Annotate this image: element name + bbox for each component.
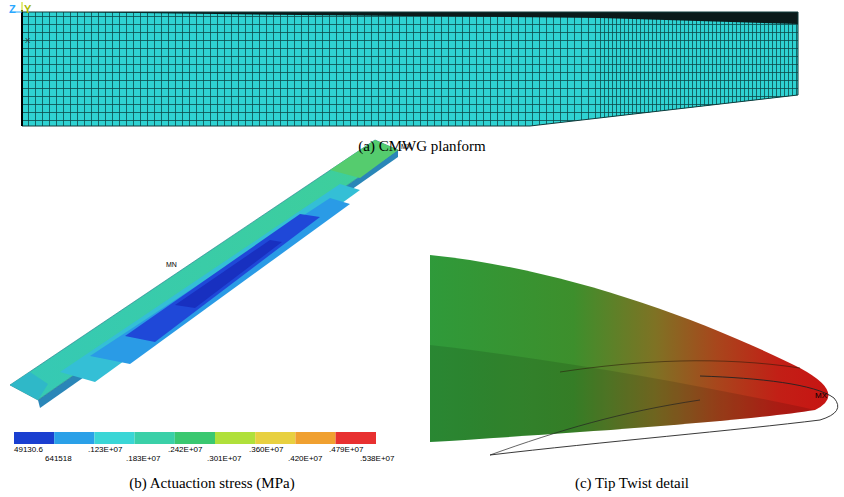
min-marker: MN xyxy=(166,261,177,269)
max-marker: MX xyxy=(401,143,412,151)
panel-caption: (a) CMWG planform xyxy=(358,138,485,155)
planform-mesh xyxy=(22,10,800,132)
tip-twist xyxy=(430,255,838,455)
axis-label: X xyxy=(25,37,30,46)
scale-value: 641518 xyxy=(45,455,72,464)
panel-caption: (b) Actuaction stress (MPa) xyxy=(129,475,294,492)
axis-label: Y xyxy=(24,3,31,15)
scale-value: .301E+07 xyxy=(207,455,241,464)
scale-value: .538E+07 xyxy=(360,455,394,464)
scale-value: 49130.6 xyxy=(14,446,43,455)
scale-value: .242E+07 xyxy=(168,446,202,455)
scale-value: .420E+07 xyxy=(288,455,322,464)
axis-label: Z xyxy=(9,3,16,15)
scale-value: .360E+07 xyxy=(249,446,283,455)
panel-caption: (c) Tip Twist detail xyxy=(575,475,689,492)
scale-value: .479E+07 xyxy=(329,446,363,455)
stress-wing xyxy=(10,140,398,408)
scale-value: .183E+07 xyxy=(126,455,160,464)
max-marker: MX xyxy=(815,392,827,401)
color-bar xyxy=(14,432,376,444)
scale-value: .123E+07 xyxy=(88,446,122,455)
